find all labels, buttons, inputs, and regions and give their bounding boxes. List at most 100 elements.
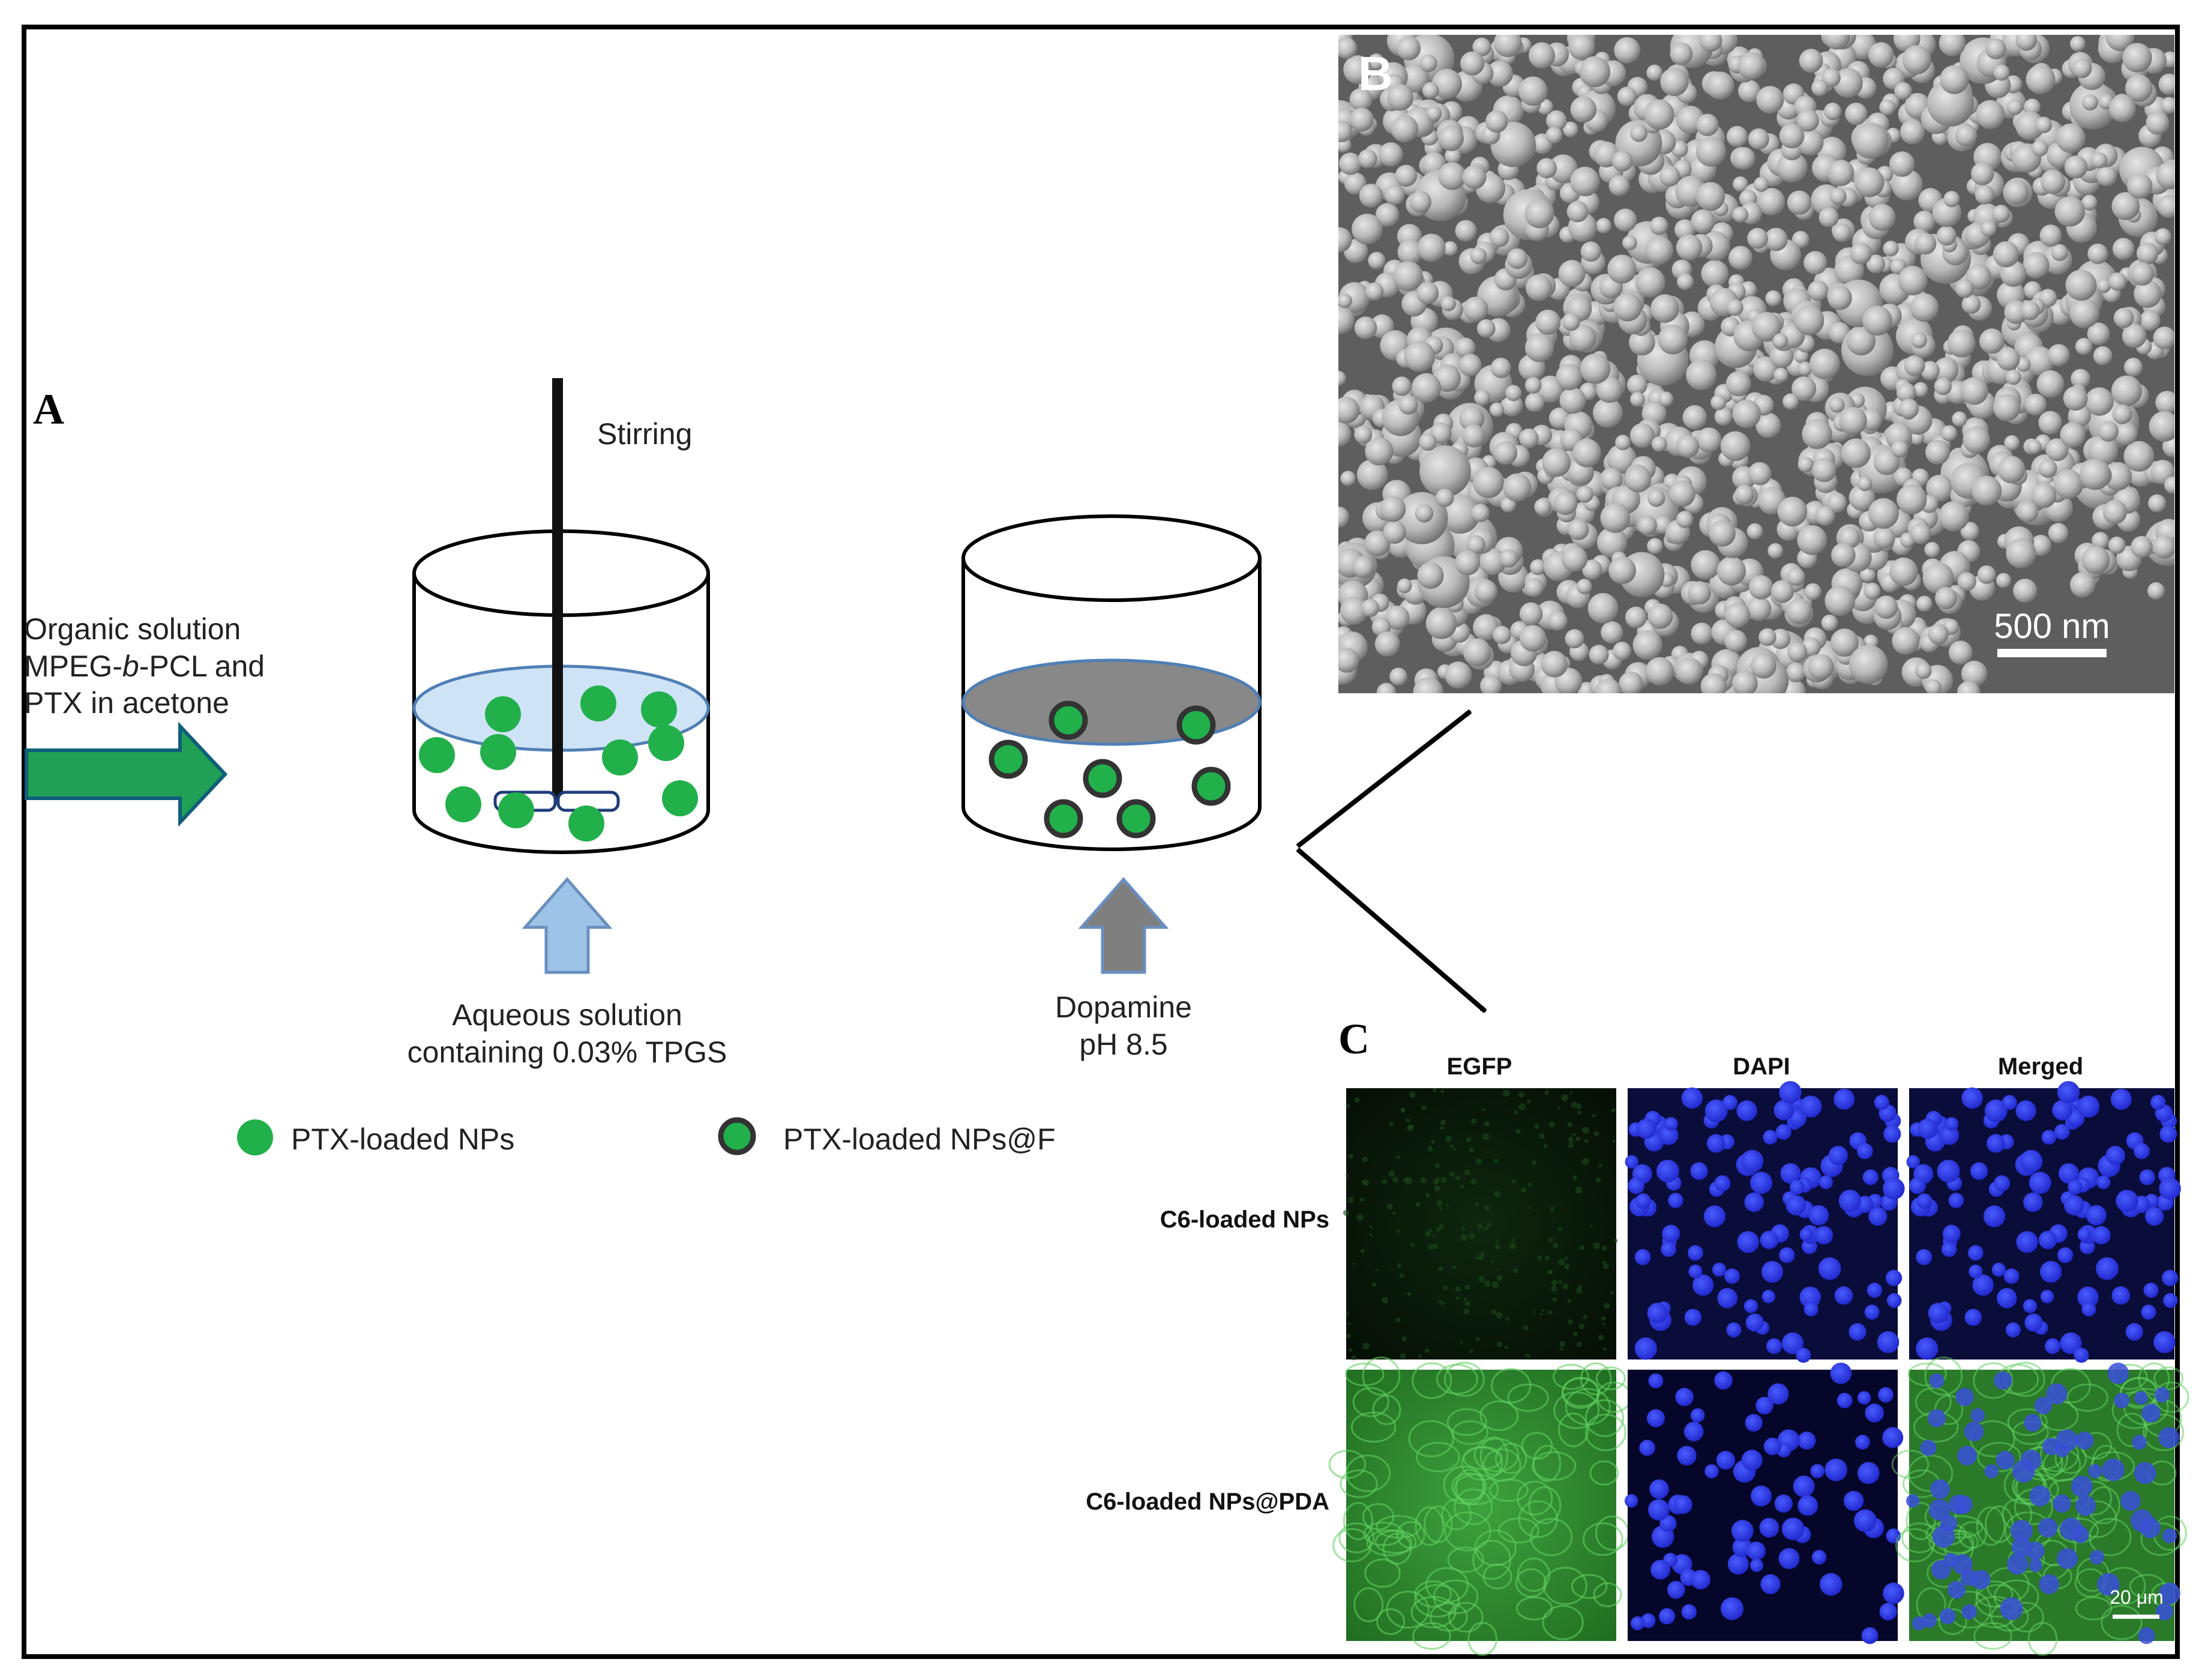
- sem-particle: [1725, 371, 1751, 397]
- ptx-nps-particle: [580, 685, 616, 721]
- egfp-speckle: [1575, 1136, 1580, 1141]
- sem-particle: [1459, 406, 1485, 432]
- sem-particle: [1490, 402, 1505, 417]
- sem-particle: [1565, 629, 1584, 649]
- dapi-nucleus: [1773, 1100, 1794, 1121]
- egfp-speckle: [1526, 1099, 1531, 1104]
- merged-nucleus: [2054, 1124, 2070, 1140]
- egfp-speckle: [1399, 1273, 1404, 1278]
- merged-nucleus: [1909, 1177, 1926, 1194]
- sem-particle: [1338, 293, 1352, 309]
- sem-particle: [2108, 537, 2126, 554]
- panel-b-label: B: [1358, 47, 1393, 100]
- egfp-speckle: [1397, 1263, 1401, 1268]
- sem-particle: [1392, 261, 1423, 292]
- egfp-cell-outline: [1376, 1515, 1422, 1539]
- egfp-cell-outline: [1332, 1528, 1372, 1562]
- egfp-cell-outline: [1425, 1567, 1469, 1603]
- egfp-cell-outline: [1532, 1451, 1576, 1481]
- sem-particle: [1910, 293, 1939, 322]
- arrow-to-panel-b: [1296, 709, 1472, 849]
- sem-particle: [1397, 239, 1423, 265]
- sem-particle: [2109, 95, 2136, 122]
- sem-particle: [1443, 241, 1458, 256]
- sem-particle: [1676, 234, 1703, 261]
- dapi-nucleus: [1668, 1193, 1683, 1208]
- sem-particle: [1831, 628, 1859, 657]
- panel-a-label: A: [33, 385, 64, 433]
- merged-cell-outline: [1975, 1584, 2021, 1618]
- sem-particle: [1808, 654, 1834, 680]
- sem-particle: [2113, 307, 2134, 328]
- egfp-speckle: [1484, 1121, 1490, 1127]
- sem-particle: [1629, 329, 1655, 356]
- dapi-nucleus: [1849, 1323, 1867, 1341]
- merged-nucleus: [2125, 1323, 2143, 1341]
- sem-particle: [1566, 200, 1589, 223]
- sem-particle: [1896, 382, 1916, 403]
- egfp-speckle: [1476, 1223, 1483, 1230]
- dapi-nucleus: [1877, 1331, 1900, 1353]
- dapi-nucleus: [1778, 1548, 1800, 1570]
- sem-particle: [1589, 645, 1609, 665]
- egfp-speckle: [1603, 1347, 1607, 1351]
- merged-nucleus: [2007, 1553, 2029, 1575]
- egfp-cell-outline: [1507, 1383, 1549, 1412]
- egfp-speckle: [1551, 1286, 1557, 1292]
- sem-particle: [1632, 630, 1662, 660]
- sem-particle: [2098, 421, 2119, 442]
- dapi-nucleus: [1878, 1387, 1894, 1403]
- sem-particle: [2081, 546, 2110, 574]
- sem-particle: [1993, 64, 2010, 81]
- egfp-cell-outline: [1571, 1574, 1608, 1600]
- merged-nucleus: [1984, 1464, 1999, 1479]
- sem-particle: [2152, 535, 2174, 559]
- sem-particle: [1419, 433, 1437, 451]
- egfp-speckle: [1346, 1311, 1349, 1315]
- sem-particle: [1862, 306, 1892, 336]
- sem-particle: [1682, 405, 1707, 430]
- sem-particle: [1611, 150, 1633, 172]
- dapi-nucleus: [1755, 1397, 1773, 1415]
- dapi-nucleus: [1882, 1427, 1904, 1448]
- dapi-nucleus: [1858, 1462, 1880, 1484]
- sem-particle: [1911, 332, 1927, 349]
- beaker-dopamine: [961, 514, 1262, 851]
- sem-particle: [1352, 556, 1374, 579]
- egfp-speckle: [1496, 1275, 1503, 1281]
- sem-particle: [1750, 652, 1776, 679]
- sem-particle: [2081, 94, 2098, 110]
- dapi-nucleus: [1767, 1383, 1789, 1405]
- egfp-speckle: [1434, 1185, 1440, 1191]
- egfp-cell-outline: [1488, 1478, 1529, 1502]
- sem-particle: [1961, 660, 1988, 687]
- sem-particle: [1749, 575, 1773, 600]
- merged-nucleus: [2038, 1230, 2057, 1250]
- dapi-nucleus: [1726, 1322, 1742, 1338]
- sem-particle: [1804, 583, 1821, 600]
- egfp-speckle: [1560, 1347, 1563, 1351]
- egfp-speckle: [1532, 1160, 1536, 1165]
- egfp-speckle: [1590, 1224, 1593, 1227]
- sem-particle: [1955, 124, 1978, 147]
- egfp-speckle: [1360, 1248, 1365, 1254]
- sem-particle: [2040, 169, 2066, 194]
- ptx-nps-particle: [485, 696, 521, 732]
- sem-particle: [1426, 106, 1442, 122]
- merged-nucleus: [2107, 1362, 2129, 1384]
- merged-nucleus: [1961, 1604, 1977, 1620]
- egfp-speckle: [1361, 1180, 1365, 1184]
- merged-nucleus: [2132, 1435, 2147, 1450]
- sem-particle: [2156, 161, 2174, 190]
- merged-nucleus: [2077, 1227, 2092, 1242]
- sem-particle: [1490, 358, 1511, 378]
- egfp-speckle: [1464, 1169, 1470, 1176]
- egfp-speckle: [1568, 1136, 1574, 1142]
- dapi-nucleus: [1793, 1475, 1815, 1498]
- merged-nucleus: [1916, 1193, 1933, 1209]
- sem-particle: [1758, 628, 1776, 646]
- dapi-nucleus: [1692, 1274, 1714, 1296]
- sem-particle: [1422, 82, 1439, 99]
- egfp-cell-outline: [1495, 1442, 1527, 1474]
- dapi-nucleus: [1656, 1160, 1679, 1183]
